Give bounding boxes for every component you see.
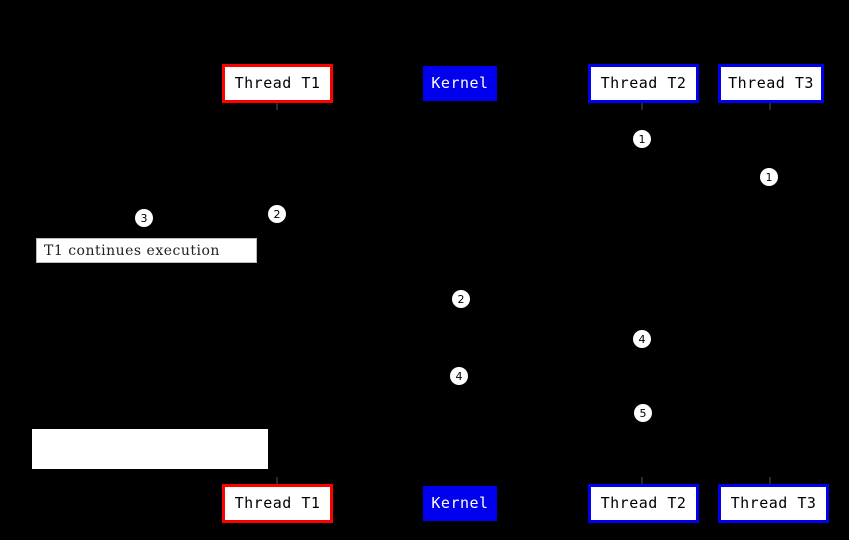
lifeline-header-kernel[interactable]: Kernel — [423, 66, 497, 101]
lifeline-header-thread-t2[interactable]: Thread T2 — [588, 64, 699, 103]
step-badge-4: 4 — [450, 367, 468, 385]
step-badge-2: 2 — [452, 290, 470, 308]
lifeline-header-thread-t1[interactable]: Thread T1 — [222, 64, 333, 103]
lifeline-footer-thread-t1[interactable]: Thread T1 — [222, 484, 333, 523]
lifeline-footer-thread-t2[interactable]: Thread T2 — [588, 484, 699, 523]
step-badge-1: 1 — [760, 168, 778, 186]
step-badge-3: 3 — [135, 209, 153, 227]
note-box-t1-continues-execution: T1 continues execution — [36, 238, 257, 263]
note-box-blank — [32, 429, 268, 469]
lifeline-stub — [276, 477, 278, 484]
lifeline-stub — [769, 103, 771, 110]
step-badge-4: 4 — [633, 330, 651, 348]
lifeline-stub — [641, 477, 643, 484]
lifeline-footer-kernel[interactable]: Kernel — [423, 486, 497, 521]
lifeline-footer-thread-t3[interactable]: Thread T3 — [718, 484, 829, 523]
lifeline-stub — [641, 103, 643, 110]
step-badge-2: 2 — [268, 205, 286, 223]
step-badge-5: 5 — [634, 404, 652, 422]
lifeline-stub — [769, 477, 771, 484]
step-badge-1: 1 — [633, 130, 651, 148]
lifeline-stub — [276, 103, 278, 110]
lifeline-header-thread-t3[interactable]: Thread T3 — [718, 64, 824, 103]
